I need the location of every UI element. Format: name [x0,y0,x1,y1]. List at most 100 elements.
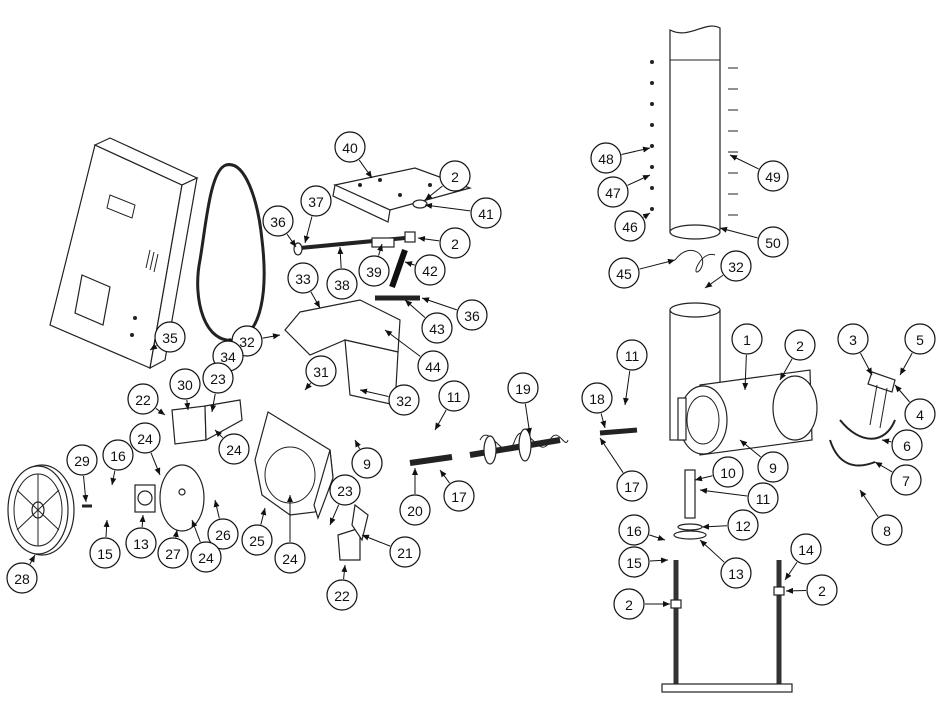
callout-circle [871,514,903,546]
callout-number: 2 [625,597,633,613]
bracket-30 [171,405,207,445]
callout-7: 7 [890,464,922,496]
callout-9: 9 [757,451,789,483]
callout-circle [614,210,646,242]
callout-36: 36 [262,205,294,237]
callout-leader [191,519,201,543]
callout-circle [731,323,763,355]
callout-circle [417,350,449,382]
nut [650,186,654,190]
callout-leader [860,352,873,376]
callout-circle [712,456,744,488]
callout-leader [341,564,348,580]
callout-25: 25 [241,524,273,556]
callout-number: 38 [334,277,350,293]
callout-number: 32 [728,259,744,275]
callout-43: 43 [421,312,453,344]
callout-circle [351,447,383,479]
callout-36: 36 [456,299,488,331]
callout-leader [694,475,713,482]
callout-number: 4 [916,407,924,423]
nut [650,60,654,64]
auger-housing [669,302,818,456]
callout-number: 24 [198,550,214,566]
callout-leader [439,469,450,484]
callout-leader [701,523,728,530]
callout-number: 23 [210,371,226,387]
callout-number: 35 [162,330,178,346]
callout-21: 21 [389,536,421,568]
callout-circle [757,451,789,483]
callout-number: 2 [818,583,826,599]
callout-circle [507,372,539,404]
callout-circle [443,480,475,512]
callout-circle [202,362,234,394]
callout-leader [155,408,166,416]
callout-leader [621,146,651,155]
callout-22: 22 [127,383,159,415]
callout-2: 2 [439,227,471,259]
callout-number: 30 [177,377,193,393]
callout-leader [214,429,224,439]
callout-number: 9 [769,460,777,476]
callout-circle [720,557,752,589]
callout-leader [361,534,391,547]
callout-leader [262,333,281,340]
callout-circle [388,384,420,416]
callout-circle [300,185,332,217]
callout-leader [404,261,415,267]
callout-circle [127,383,159,415]
callout-8: 8 [871,514,903,546]
callout-circle [806,574,838,606]
callout-32: 32 [388,384,420,416]
callout-number: 48 [598,151,614,167]
callout-number: 23 [337,483,353,499]
callout-circle [241,524,273,556]
callout-leader [649,557,669,564]
rod [389,249,408,288]
callout-33: 33 [287,262,319,294]
callout-number: 3 [849,332,857,348]
callout-number: 37 [308,194,324,210]
callout-6: 6 [891,429,923,461]
callout-circle [274,542,306,574]
callout-number: 27 [165,546,181,562]
callout-leader [785,587,807,594]
callout-number: 28 [14,571,30,587]
callout-24: 24 [129,422,161,454]
callout-leader [642,212,651,220]
callout-49: 49 [757,160,789,192]
callout-leader [359,388,389,397]
callout-circle [439,160,471,192]
callout-circle [590,142,622,174]
callout-leader [739,439,761,458]
callout-31: 31 [305,355,337,387]
callout-circle [125,527,157,559]
motor-plate [332,167,472,243]
callout-circle [616,470,648,502]
callout-number: 18 [589,391,605,407]
callout-number: 11 [447,389,462,405]
callout-leader [699,487,748,497]
callout-circle [414,254,446,286]
callout-leader [421,297,458,311]
callout-number: 11 [756,491,771,507]
post [684,469,696,519]
callout-circle [784,329,816,361]
callout-20: 20 [399,494,431,526]
callout-number: 25 [249,533,265,549]
callout-leader [184,399,191,411]
callout-number: 42 [422,263,438,279]
callout-circle [439,227,471,259]
callout-leader [779,358,793,381]
callout-leader [894,384,910,403]
callout-leader [82,475,89,503]
callout-13: 13 [125,527,157,559]
callout-circle [326,579,358,611]
callout-number: 6 [903,438,911,454]
callout-number: 40 [342,140,358,156]
callout-circle [190,541,222,573]
callout-number: 21 [397,545,413,561]
callout-number: 2 [796,338,804,354]
